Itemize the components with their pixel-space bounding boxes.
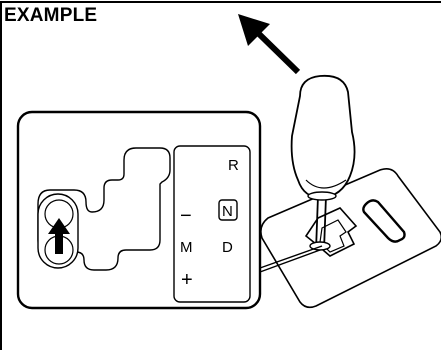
shift-knob [290, 74, 356, 201]
gear-label-d: D [222, 239, 233, 256]
gate-inset-panel: R N − M D + [16, 110, 262, 310]
gear-label-m: M [180, 239, 193, 256]
gear-label-plus: + [181, 269, 193, 291]
callout-line-lower [259, 249, 321, 273]
diagram-title: EXAMPLE [4, 5, 98, 26]
gear-indicator-box [173, 145, 251, 303]
gear-label-r: R [228, 157, 239, 174]
shift-up-arrow-icon [48, 218, 70, 254]
callout-connector [259, 245, 323, 269]
gear-n-highlight [218, 199, 238, 221]
plate-slot [362, 199, 406, 243]
direction-arrow-icon [238, 14, 301, 75]
gear-label-n: N [222, 203, 233, 220]
console-plate [260, 168, 441, 309]
gear-label-minus: − [180, 205, 192, 227]
